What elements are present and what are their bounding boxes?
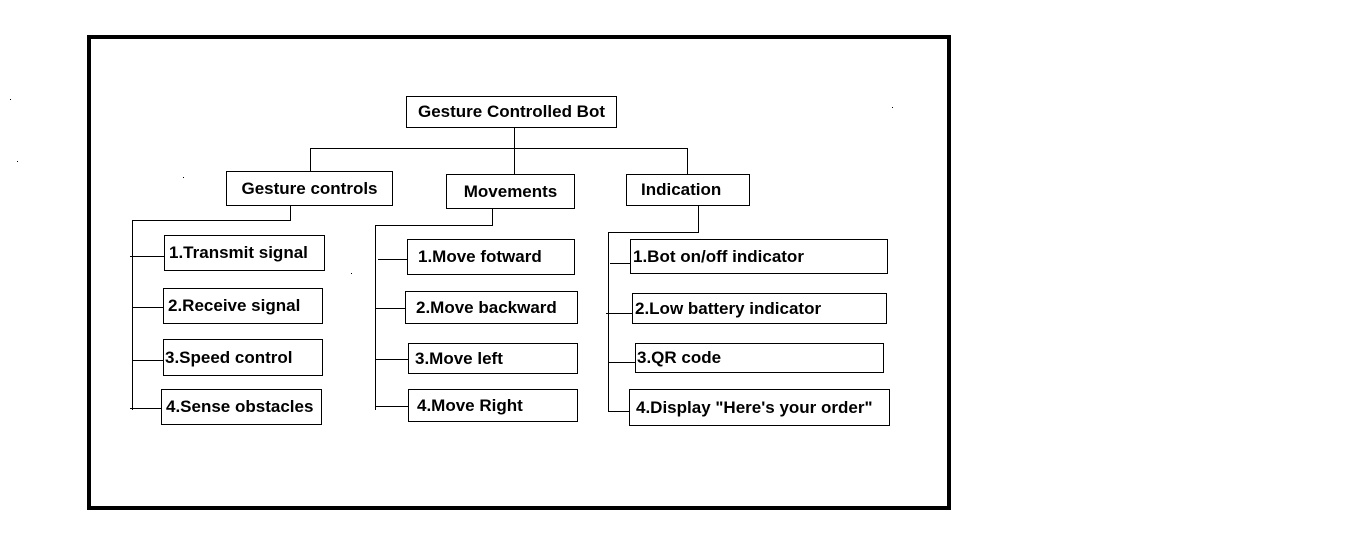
leaf-label: 4.Move Right — [417, 395, 523, 415]
leaf-label: 1.Bot on/off indicator — [633, 246, 804, 266]
leaf-node: 2.Receive signal — [163, 288, 323, 324]
leaf-node: 2.Move backward — [405, 291, 578, 324]
leaf-node: 4.Sense obstacles — [161, 389, 322, 425]
stray-mark — [10, 99, 11, 100]
leaf-node: 3.QR code — [635, 343, 884, 373]
branch-label: Gesture controls — [241, 178, 378, 198]
leaf-label: 4.Display "Here's your order" — [636, 397, 873, 417]
diagram-frame — [87, 35, 951, 510]
leaf-label: 2.Receive signal — [168, 296, 301, 315]
leaf-label: 1.Move fotward — [418, 247, 542, 266]
leaf-label: 3.Move left — [415, 348, 503, 368]
leaf-node: 1.Move fotward — [407, 239, 575, 275]
stray-mark — [183, 177, 184, 178]
branch-label: Movements — [463, 181, 558, 201]
stray-mark — [17, 161, 18, 162]
leaf-label: 1.Transmit signal — [169, 243, 308, 262]
leaf-label: 2.Move backward — [416, 297, 557, 317]
leaf-label: 4.Sense obstacles — [166, 397, 314, 416]
leaf-node: 1.Transmit signal — [164, 235, 325, 271]
root-node-label: Gesture Controlled Bot — [417, 102, 605, 121]
stray-mark — [892, 107, 893, 108]
leaf-node: 4.Move Right — [408, 389, 578, 422]
leaf-node: 3.Move left — [408, 343, 578, 374]
branch-node-movements: Movements — [446, 174, 575, 209]
leaf-node: 1.Bot on/off indicator — [630, 239, 888, 274]
leaf-node: 2.Low battery indicator — [632, 293, 887, 324]
branch-node-gesture-controls: Gesture controls — [226, 171, 393, 206]
leaf-label: 3.QR code — [637, 348, 722, 367]
stray-mark — [351, 273, 352, 274]
branch-label: Indication — [641, 180, 722, 199]
leaf-label: 3.Speed control — [165, 347, 293, 367]
leaf-node: 4.Display "Here's your order" — [629, 389, 890, 426]
leaf-node: 3.Speed control — [163, 339, 323, 376]
branch-node-indication: Indication — [626, 174, 750, 206]
root-node: Gesture Controlled Bot — [406, 96, 617, 128]
leaf-label: 2.Low battery indicator — [635, 298, 822, 318]
